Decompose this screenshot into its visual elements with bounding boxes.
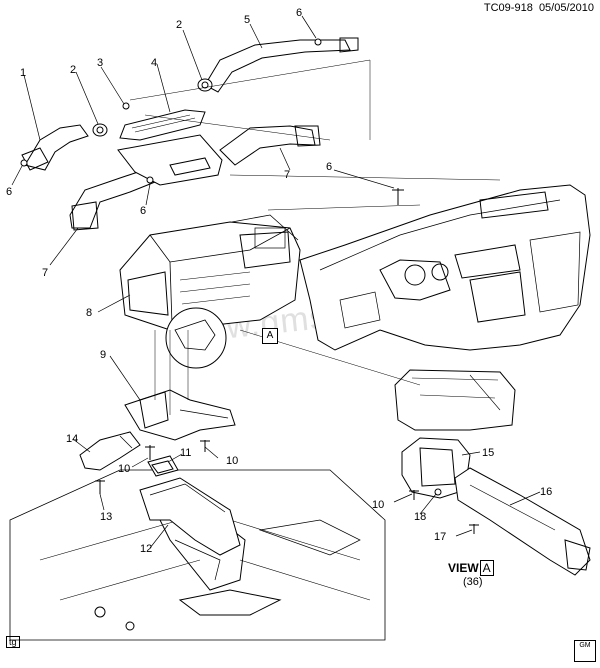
callout-14: 14: [66, 433, 78, 445]
view-sheet-ref: (36): [463, 576, 483, 588]
callout-10: 10: [372, 499, 384, 511]
view-prefix: VIEW: [448, 561, 479, 575]
left-defroster-duct: [21, 124, 89, 171]
view-a-detail: [394, 369, 591, 576]
duct-seal-upper: [197, 78, 213, 92]
callout-15: 15: [482, 447, 494, 459]
nozzle-bracket: [117, 134, 223, 186]
left-side-window-duct: [69, 167, 161, 231]
callout-1: 1: [20, 67, 26, 79]
diagram-code: TC09-918 05/05/2010: [484, 2, 594, 14]
instrument-panel: [299, 184, 591, 351]
right-defroster-duct-upper: [204, 37, 359, 93]
rear-floor-duct: [139, 477, 241, 556]
callout-17: 17: [434, 531, 446, 543]
callout-4: 4: [151, 57, 157, 69]
leader-lines: [11, 15, 541, 549]
diagram-date: 05/05/2010: [538, 2, 594, 14]
detail-ref-box: A: [262, 328, 278, 344]
callout-6: 6: [140, 205, 146, 217]
corner-tag: tg: [6, 636, 20, 648]
callout-6: 6: [326, 161, 332, 173]
gm-logo: GM: [574, 640, 596, 662]
callout-7: 7: [284, 169, 290, 181]
diagram-id: TC09-918: [483, 2, 533, 14]
floor-pan: [9, 469, 386, 641]
callout-6: 6: [296, 7, 302, 19]
floor-air-outlet-duct: [124, 389, 236, 441]
callout-3: 3: [97, 57, 103, 69]
duct-seal-left: [92, 123, 108, 137]
duct-grommet: [147, 455, 179, 477]
view-letter: A: [479, 560, 494, 576]
defroster-nozzle: [119, 109, 206, 141]
callout-13: 13: [100, 511, 112, 523]
callout-16: 16: [540, 486, 552, 498]
callout-2: 2: [176, 19, 182, 31]
callout-10: 10: [118, 463, 130, 475]
callout-labels: 1 2 2 3 4 5 6 6 6 6 7 7 8 9 10 10 10 11 …: [6, 7, 552, 555]
callout-9: 9: [100, 349, 106, 361]
fasteners: [20, 38, 479, 534]
callout-11: 11: [180, 447, 191, 459]
callout-6: 6: [6, 186, 12, 198]
hvac-module: [119, 214, 301, 331]
callout-5: 5: [244, 14, 250, 26]
right-side-window-duct: [219, 125, 321, 166]
callout-2: 2: [70, 64, 76, 76]
callout-7: 7: [42, 267, 48, 279]
callout-8: 8: [86, 307, 92, 319]
detail-callout-circle: [165, 307, 227, 369]
side-floor-duct: [79, 431, 141, 471]
callout-10: 10: [226, 455, 238, 467]
callout-18: 18: [414, 511, 426, 523]
callout-12: 12: [140, 543, 152, 555]
